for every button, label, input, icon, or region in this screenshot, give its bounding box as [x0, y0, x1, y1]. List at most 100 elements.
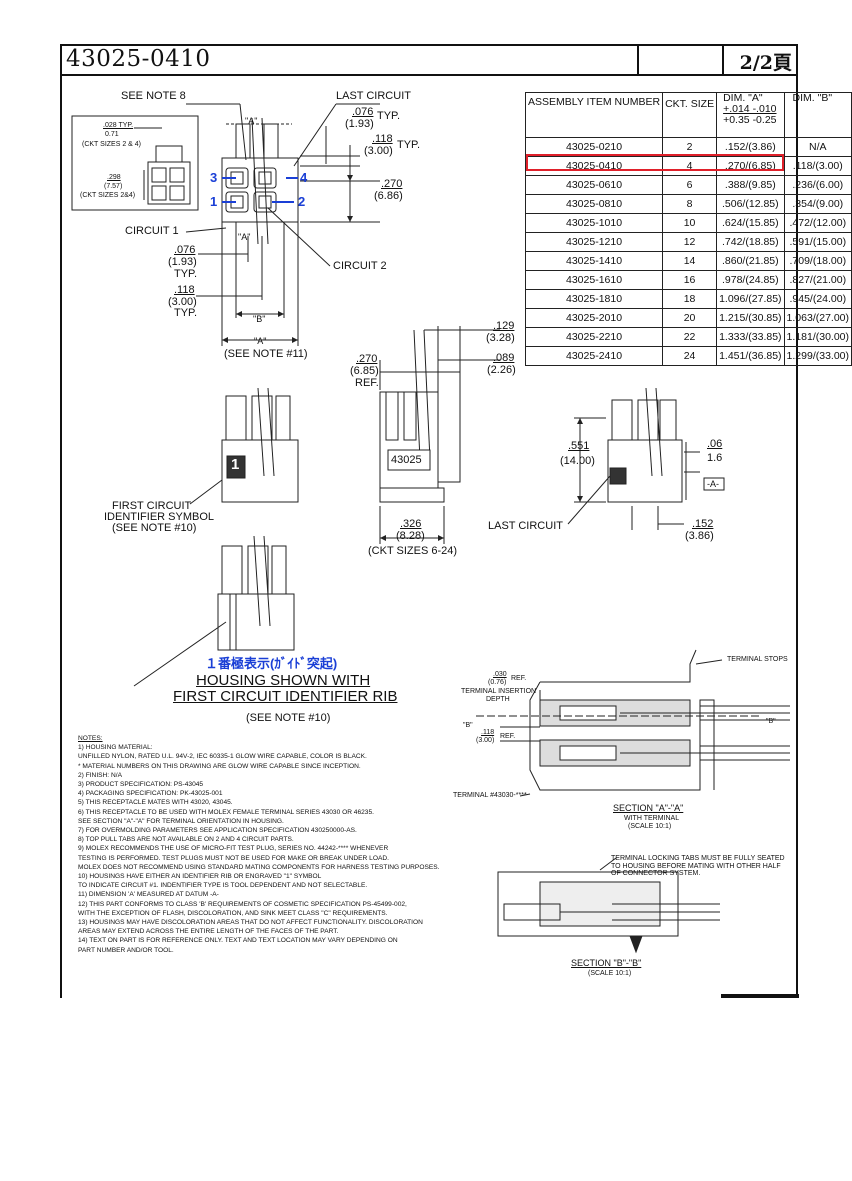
identifier-symbol-1: 1 — [231, 456, 240, 473]
section-dim-300: (3.00) — [476, 737, 495, 744]
note-line: UNFILLED NYLON, RATED U.L. 94V-2, IEC 60… — [78, 753, 367, 761]
side-dim-226: (2.26) — [487, 364, 516, 376]
dim-a-title: DIM. "A" — [723, 92, 763, 104]
note-line: 13) HOUSINGS MAY HAVE DISCOLORATION AREA… — [78, 919, 423, 927]
label-dim-076-top: .076 — [352, 106, 374, 118]
table-cell-dim-a: 1.451/(36.85) — [716, 346, 785, 366]
side-dim-089: .089 — [493, 352, 515, 364]
table-cell-item: 43025-2210 — [524, 327, 664, 347]
notes-title: NOTES: — [78, 735, 103, 742]
table-cell-dim-a: .506/(12.85) — [716, 194, 785, 214]
section-aa-scale: (SCALE 10:1) — [628, 823, 672, 830]
side-ref: REF. — [355, 377, 379, 389]
label-dim-193-b: (1.93) — [168, 256, 197, 268]
note-line: 6) THIS RECEPTACLE TO BE USED WITH MOLEX… — [78, 808, 374, 816]
section-ref-1: REF. — [511, 675, 527, 682]
pin-1-label: 1 — [210, 194, 218, 209]
label-first-circuit-3: (SEE NOTE #10) — [112, 522, 197, 534]
label-last-circuit-right: LAST CIRCUIT — [488, 520, 563, 532]
side-dim-828: (8.28) — [396, 530, 425, 542]
inset-dim-071: 0.71 — [105, 131, 119, 138]
label-dim-076-b: .076 — [174, 244, 196, 256]
label-first-circuit-1: FIRST CIRCUIT — [112, 500, 192, 512]
page-number: 2/2頁 — [739, 52, 792, 74]
side-dim-685: (6.85) — [350, 365, 379, 377]
right-dim-06: .06 — [707, 438, 723, 450]
section-dim-030: .030 — [493, 671, 507, 678]
table-cell-item: 43025-1410 — [524, 251, 664, 271]
inset-detail — [71, 115, 199, 211]
section-bb-scale: (SCALE 10:1) — [588, 970, 632, 977]
side-dim-270: .270 — [356, 353, 378, 365]
table-cell-item: 43025-1810 — [524, 289, 664, 309]
section-bb-title: SECTION "B"-"B" — [571, 958, 642, 968]
title-block-empty-cell — [637, 44, 724, 74]
label-circuit-1: CIRCUIT 1 — [125, 225, 179, 237]
note-line: 5) THIS RECEPTACLE MATES WITH 43020, 430… — [78, 799, 233, 807]
note-line: 1) HOUSING MATERIAL: — [78, 744, 153, 752]
note-line: 11) DIMENSION 'A' MEASURED AT DATUM -A- — [78, 891, 219, 899]
label-b: "B" — [253, 314, 266, 324]
terminal-insertion-2: DEPTH — [486, 696, 510, 703]
section-ref-2: REF. — [500, 733, 516, 740]
label-ckt-sizes-6-24: (CKT SIZES 6-24) — [368, 545, 458, 557]
inset-dim-028: .028 TYP. — [103, 122, 134, 129]
label-last-circuit-top: LAST CIRCUIT — [336, 90, 411, 102]
label-dim-193-top: (1.93) — [345, 118, 374, 130]
table-header-dim-b: DIM. "B" — [783, 92, 852, 138]
circuit-1-identifier-symbol — [226, 455, 246, 479]
table-header-dim-a: DIM. "A" +.014 -.010 +0.35 -0.25 — [716, 92, 785, 138]
label-first-circuit-2: IDENTIFIER SYMBOL — [104, 511, 215, 523]
dim-a-tol-1: +.014 -.010 — [723, 103, 777, 115]
japanese-identifier-note: １番極表示(ｶﾞｲﾄﾞ突起) — [205, 656, 338, 671]
note-line: TO INDICATE CIRCUIT #1. INDENTIFIER TYPE… — [78, 882, 368, 890]
table-cell-item: 43025-2410 — [524, 346, 664, 366]
section-dim-118: .118 — [481, 729, 495, 736]
pin-4-label: 4 — [300, 170, 308, 185]
inset-dim-757: (7.57) — [104, 183, 123, 190]
front-view — [185, 103, 380, 346]
label-typ-2: TYP. — [397, 139, 421, 151]
label-terminal-43030: TERMINAL #43030-**** — [453, 792, 527, 799]
right-dim-152: .152 — [692, 518, 714, 530]
section-b-right: "B" — [766, 718, 776, 725]
section-aa-with-terminal: WITH TERMINAL — [624, 815, 680, 822]
right-dim-16: 1.6 — [707, 452, 723, 464]
table-cell-dim-b: .472/(12.00) — [783, 213, 852, 233]
notes-block: NOTES: 1) HOUSING MATERIAL: UNFILLED NYL… — [78, 734, 439, 955]
label-dim-118-b: .118 — [174, 284, 195, 296]
section-dim-076: (0.76) — [488, 679, 507, 686]
locking-tabs-note-3: OF CONNECTOR SYSTEM. — [611, 870, 701, 877]
pin-2-label: 2 — [298, 194, 306, 209]
note-line: 3) PRODUCT SPECIFICATION: PS-43045 — [78, 781, 204, 789]
side-view-label-box — [387, 449, 431, 471]
note-line: 14) TEXT ON PART IS FOR REFERENCE ONLY. … — [78, 937, 398, 945]
note-line: 8) TOP PULL TABS ARE NOT AVAILABLE ON 2 … — [78, 836, 294, 844]
last-circuit-view — [567, 387, 700, 530]
rib-view — [133, 535, 295, 687]
inset-ckt-sizes-2-4-b: (CKT SIZES 2&4) — [80, 192, 136, 199]
note-line: TESTING IS PERFORMED. TEST PLUGS MUST NO… — [78, 854, 389, 862]
note-line: * MATERIAL NUMBERS ON THIS DRAWING ARE G… — [78, 762, 361, 770]
label-a-mid: "A" — [238, 232, 251, 242]
inset-dim-298: .298 — [107, 174, 121, 181]
label-a-bottom: "A" — [254, 336, 267, 346]
label-dim-686: (6.86) — [374, 190, 403, 202]
label-dim-270: .270 — [381, 178, 403, 190]
note-line: 2) FINISH: N/A — [78, 771, 122, 779]
locking-tabs-note-1: TERMINAL LOCKING TABS MUST BE FULLY SEAT… — [611, 855, 785, 862]
section-aa-title: SECTION "A"-"A" — [613, 803, 684, 813]
note-line: 12) THIS PART CONFORMS TO CLASS 'B' REQU… — [78, 900, 407, 908]
table-cell-dim-a: .860/(21.85) — [716, 251, 785, 271]
note-line: WITH THE EXCEPTION OF FLASH, DISCOLORATI… — [78, 909, 388, 917]
label-dim-118: .118 — [372, 133, 393, 145]
side-dim-326: .326 — [400, 518, 422, 530]
right-dim-551: .551 — [568, 440, 590, 452]
table-cell-dim-a: 1.333/(33.85) — [716, 327, 785, 347]
